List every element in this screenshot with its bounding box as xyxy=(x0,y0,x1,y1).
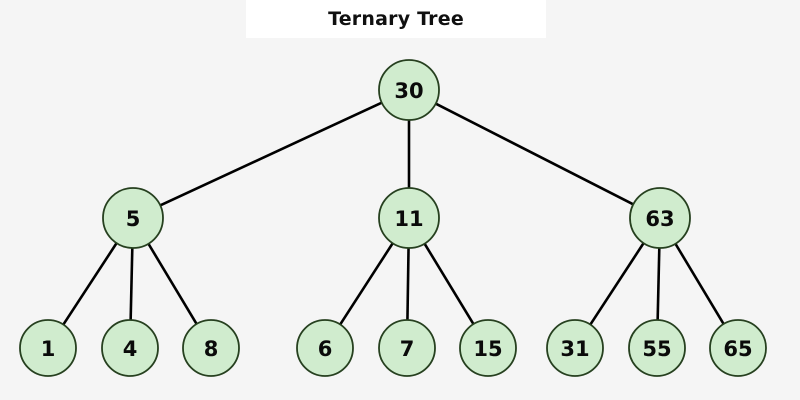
tree-node-circle xyxy=(378,59,440,121)
tree-node-circle xyxy=(709,319,767,377)
tree-node-label: 15 xyxy=(473,337,502,361)
tree-edge xyxy=(146,242,199,326)
tree-edge xyxy=(158,101,384,207)
tree-edge xyxy=(338,241,395,327)
chart-title-box: Ternary Tree xyxy=(246,0,546,38)
page-title: Ternary Tree xyxy=(328,7,464,30)
tree-node[interactable]: 31 xyxy=(546,319,604,377)
tree-node[interactable]: 15 xyxy=(459,319,517,377)
tree-edge xyxy=(673,242,726,326)
tree-edge xyxy=(434,102,635,206)
tree-node-label: 6 xyxy=(318,337,333,361)
tree-node-circle xyxy=(102,187,164,249)
tree-node-circle xyxy=(459,319,517,377)
tree-node-label: 65 xyxy=(723,337,752,361)
tree-node-label: 1 xyxy=(41,337,56,361)
tree-node-circle xyxy=(629,187,691,249)
tree-node-circle xyxy=(19,319,77,377)
tree-node[interactable]: 7 xyxy=(378,319,436,377)
tree-node-label: 7 xyxy=(400,337,415,361)
tree-edge xyxy=(656,246,661,322)
tree-node-circle xyxy=(628,319,686,377)
tree-node[interactable]: 8 xyxy=(182,319,240,377)
tree-edge xyxy=(61,241,119,327)
nodes-layer: 30 5 11 63 1 4 8 6 7 15 31 55 65 xyxy=(19,59,767,377)
tree-node[interactable]: 6 xyxy=(296,319,354,377)
tree-node[interactable]: 4 xyxy=(101,319,159,377)
tree-node-circle xyxy=(378,187,440,249)
tree-node-circle xyxy=(378,319,436,377)
tree-node[interactable]: 55 xyxy=(628,319,686,377)
tree-node-label: 55 xyxy=(642,337,671,361)
tree-node-label: 63 xyxy=(645,207,674,231)
tree-node[interactable]: 65 xyxy=(709,319,767,377)
tree-node-label: 5 xyxy=(126,207,141,231)
tree-node-label: 8 xyxy=(204,337,219,361)
tree-node-label: 31 xyxy=(560,337,589,361)
tree-node-circle xyxy=(296,319,354,377)
tree-node-label: 11 xyxy=(394,207,423,231)
tree-node-label: 30 xyxy=(394,79,423,103)
edges-layer xyxy=(61,101,726,327)
tree-node-circle xyxy=(101,319,159,377)
tree-edge xyxy=(588,241,646,327)
tree-edge xyxy=(422,242,476,326)
tree-node[interactable]: 11 xyxy=(378,187,440,249)
tree-node[interactable]: 5 xyxy=(102,187,164,249)
tree-edge xyxy=(129,246,134,322)
tree-edge xyxy=(406,246,410,322)
tree-node[interactable]: 63 xyxy=(629,187,691,249)
tree-node[interactable]: 30 xyxy=(378,59,440,121)
tree-node-circle xyxy=(182,319,240,377)
tree-node[interactable]: 1 xyxy=(19,319,77,377)
tree-node-label: 4 xyxy=(123,337,138,361)
tree-node-circle xyxy=(546,319,604,377)
